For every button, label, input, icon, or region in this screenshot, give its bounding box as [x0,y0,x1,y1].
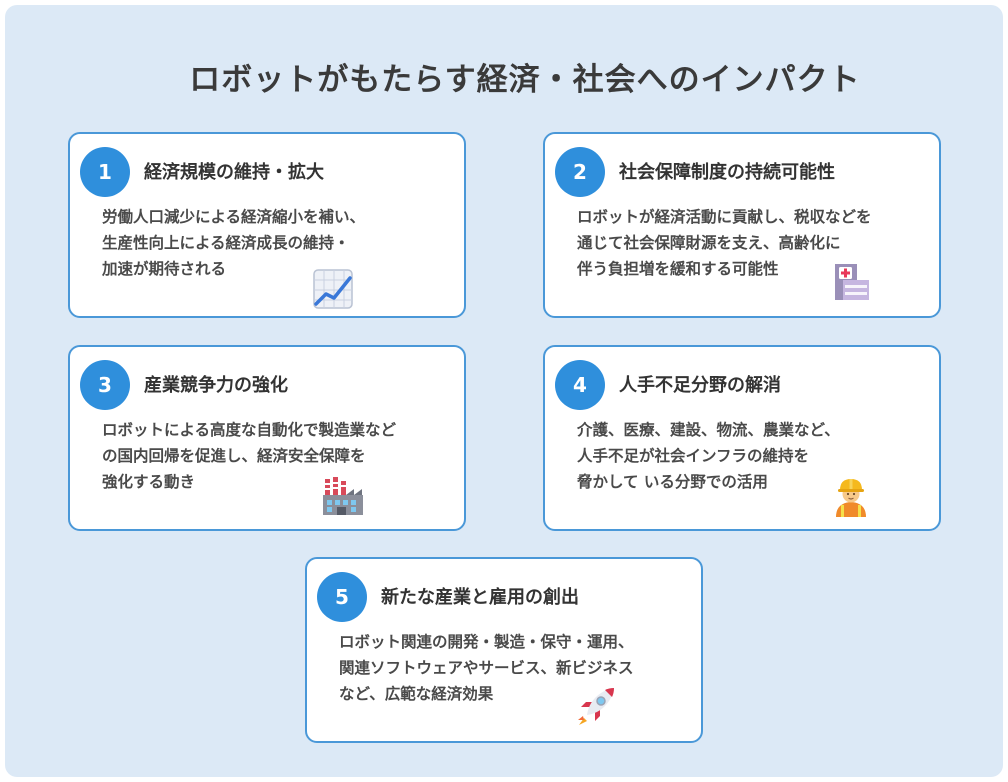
card-description: 介護、医療、建設、物流、農業など、 人手不足が社会インフラの維持を 脅かして い… [577,417,927,495]
card-title: 産業競争力の強化 [144,375,288,396]
rocket-icon [575,685,617,727]
card-description-line: 脅かして いる分野での活用 [577,473,768,491]
factory-icon [322,475,364,517]
card-description-line: 生産性向上による経済成長の維持・ [102,234,350,252]
card-number-badge: 3 [80,360,130,410]
card-description-line: 人手不足が社会インフラの維持を [577,447,810,465]
hospital-icon [830,260,872,302]
page-title: ロボットがもたらす経済・社会へのインパクト [189,62,861,98]
card-description-line: 加速が期待される [102,260,227,278]
card-description: ロボット関連の開発・製造・保守・運用、 関連ソフトウェアやサービス、新ビジネス … [339,629,689,707]
construction-worker-icon [830,475,872,517]
card-description-line: 通じて社会保障財源を支え、高齢化に [577,234,841,252]
card-description-line: ロボット関連の開発・製造・保守・運用、 [339,633,634,651]
card-description-line: 伴う負担増を緩和する可能性 [577,260,779,278]
card-economic-scale: 1 経済規模の維持・拡大 労働人口減少による経済縮小を補い、 生産性向上による経… [68,132,466,318]
card-description-line: など、広範な経済効果 [339,685,494,703]
card-number-badge: 4 [555,360,605,410]
card-description: ロボットが経済活動に貢献し、税収などを 通じて社会保障財源を支え、高齢化に 伴う… [577,204,927,282]
card-industrial-competitiveness: 3 産業競争力の強化 ロボットによる高度な自動化で製造業など の国内回帰を促進し… [68,345,466,531]
card-title: 社会保障制度の持続可能性 [619,162,835,183]
card-title: 人手不足分野の解消 [619,375,781,396]
card-social-security: 2 社会保障制度の持続可能性 ロボットが経済活動に貢献し、税収などを 通じて社会… [543,132,941,318]
card-description: ロボットによる高度な自動化で製造業など の国内回帰を促進し、経済安全保障を 強化… [102,417,452,495]
card-description-line: 強化する動き [102,473,196,491]
card-description-line: 関連ソフトウェアやサービス、新ビジネス [339,659,634,677]
card-title: 経済規模の維持・拡大 [144,162,324,183]
chart-increasing-icon [312,268,354,310]
card-title: 新たな産業と雇用の創出 [381,587,579,608]
card-number-badge: 5 [317,572,367,622]
card-description-line: 介護、医療、建設、物流、農業など、 [577,421,840,439]
card-description-line: 労働人口減少による経済縮小を補い、 [102,208,366,226]
card-new-industries: 5 新たな産業と雇用の創出 ロボット関連の開発・製造・保守・運用、 関連ソフトウ… [305,557,703,743]
card-description-line: ロボットによる高度な自動化で製造業など [102,421,397,439]
card-description-line: ロボットが経済活動に貢献し、税収などを [577,208,872,226]
card-number-badge: 2 [555,147,605,197]
card-labor-shortage: 4 人手不足分野の解消 介護、医療、建設、物流、農業など、 人手不足が社会インフ… [543,345,941,531]
card-description-line: の国内回帰を促進し、経済安全保障を [102,447,366,465]
card-description: 労働人口減少による経済縮小を補い、 生産性向上による経済成長の維持・ 加速が期待… [102,204,452,282]
card-number-badge: 1 [80,147,130,197]
